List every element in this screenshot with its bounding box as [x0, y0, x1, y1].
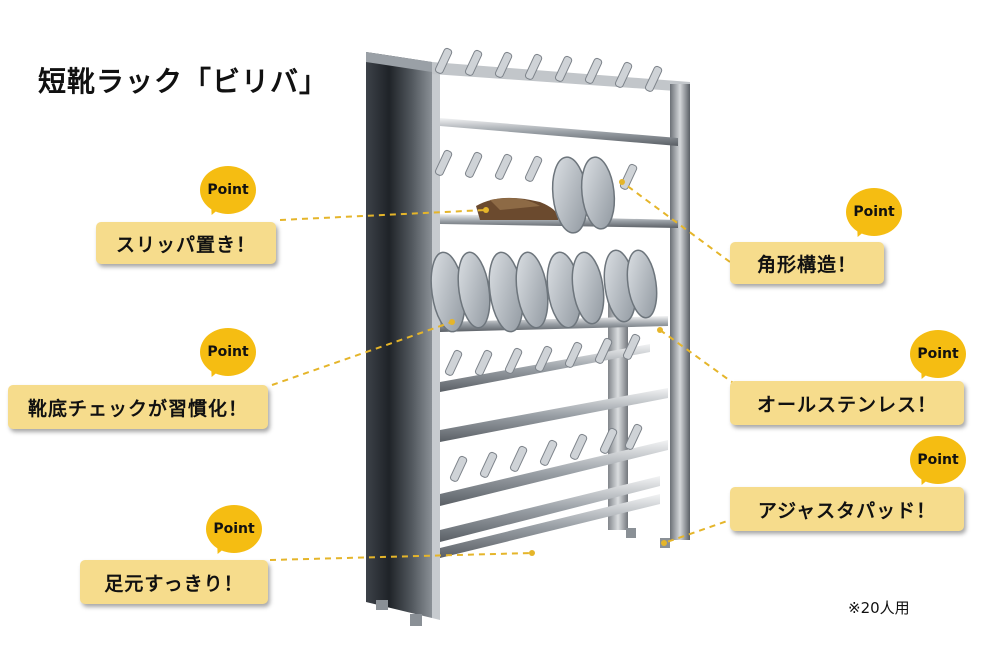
point-badge: Point — [910, 330, 968, 383]
point-label-clear-floor: 足元すっきり！ — [80, 560, 268, 604]
point-badge: Point — [200, 166, 258, 219]
point-label-square-frame: 角形構造！ — [730, 242, 884, 284]
point-label-slipper: スリッパ置き！ — [96, 222, 276, 264]
capacity-note: ※20人用 — [848, 599, 910, 617]
point-badge: Point — [206, 505, 264, 558]
point-label-stainless: オールステンレス！ — [730, 381, 964, 425]
point-label-sole-check: 靴底チェックが習慣化！ — [8, 385, 268, 429]
page-title: 短靴ラック「ビリバ」 — [38, 65, 329, 98]
point-badge: Point — [910, 436, 968, 489]
point-label-adjuster: アジャスタパッド！ — [730, 487, 964, 531]
point-badge: Point — [846, 188, 904, 241]
point-badge: Point — [200, 328, 258, 381]
